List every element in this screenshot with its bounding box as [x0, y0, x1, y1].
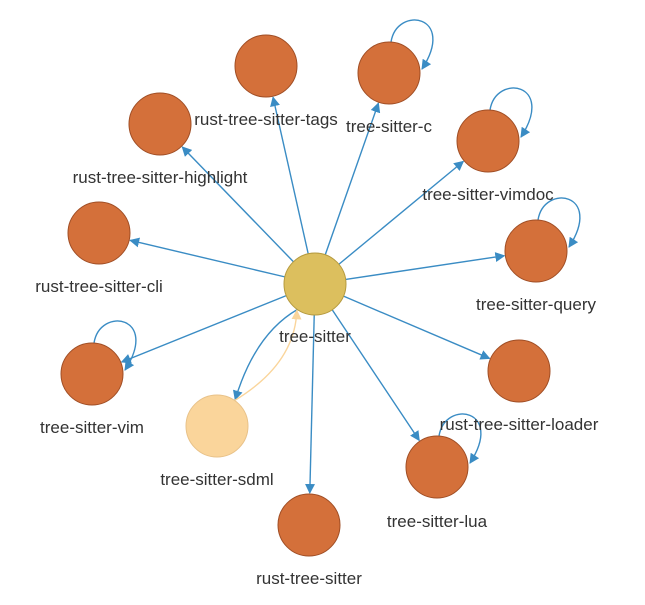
node-tree-sitter-query[interactable] — [504, 219, 568, 283]
edge-tree-sitter-to-tree-sitter-vim — [120, 294, 287, 364]
label-rust-tree-sitter: rust-tree-sitter — [256, 569, 362, 588]
edge-tree-sitter-to-tree-sitter-c — [324, 102, 381, 255]
edge-tree-sitter-to-rust-tree-sitter-highlight — [181, 146, 294, 263]
edge-tree-sitter-to-tree-sitter-vimdoc — [338, 160, 465, 265]
label-tree-sitter-sdml: tree-sitter-sdml — [160, 470, 273, 489]
label-tree-sitter-vimdoc: tree-sitter-vimdoc — [422, 185, 554, 204]
label-tree-sitter-vim: tree-sitter-vim — [40, 418, 144, 437]
self-loop-tree-sitter-vim — [93, 320, 137, 371]
node-tree-sitter-lua[interactable] — [405, 435, 469, 499]
self-loop-tree-sitter-c — [390, 19, 434, 70]
node-tree-sitter-c[interactable] — [357, 41, 421, 105]
label-rust-tree-sitter-highlight: rust-tree-sitter-highlight — [73, 168, 248, 187]
edge-tree-sitter-sdml-to-tree-sitter — [234, 309, 302, 402]
node-rust-tree-sitter-loader[interactable] — [487, 339, 551, 403]
edge-tree-sitter-to-tree-sitter-sdml — [232, 308, 298, 401]
node-tree-sitter-vimdoc[interactable] — [456, 109, 520, 173]
label-tree-sitter: tree-sitter — [279, 327, 351, 346]
self-loop-tree-sitter-vimdoc — [489, 87, 533, 138]
label-tree-sitter-query: tree-sitter-query — [476, 295, 596, 314]
label-rust-tree-sitter-loader: rust-tree-sitter-loader — [440, 415, 599, 434]
node-rust-tree-sitter-highlight[interactable] — [128, 92, 192, 156]
node-rust-tree-sitter-cli[interactable] — [67, 201, 131, 265]
node-rust-tree-sitter[interactable] — [277, 493, 341, 557]
edge-tree-sitter-to-tree-sitter-query — [345, 252, 506, 281]
edge-tree-sitter-to-rust-tree-sitter-loader — [343, 295, 491, 360]
node-tree-sitter[interactable] — [283, 252, 347, 316]
edge-tree-sitter-to-tree-sitter-lua — [331, 309, 420, 442]
label-rust-tree-sitter-tags: rust-tree-sitter-tags — [194, 110, 338, 129]
self-loop-tree-sitter-lua — [438, 413, 482, 464]
node-tree-sitter-sdml[interactable] — [185, 394, 249, 458]
node-tree-sitter-vim[interactable] — [60, 342, 124, 406]
label-rust-tree-sitter-cli: rust-tree-sitter-cli — [35, 277, 163, 296]
label-tree-sitter-lua: tree-sitter-lua — [387, 512, 488, 531]
label-tree-sitter-c: tree-sitter-c — [346, 117, 432, 136]
edge-tree-sitter-to-rust-tree-sitter-tags — [270, 96, 309, 254]
edge-tree-sitter-to-rust-tree-sitter-cli — [129, 237, 285, 278]
edge-tree-sitter-to-rust-tree-sitter — [305, 314, 316, 495]
node-rust-tree-sitter-tags[interactable] — [234, 34, 298, 98]
self-loop-tree-sitter-query — [537, 197, 581, 248]
